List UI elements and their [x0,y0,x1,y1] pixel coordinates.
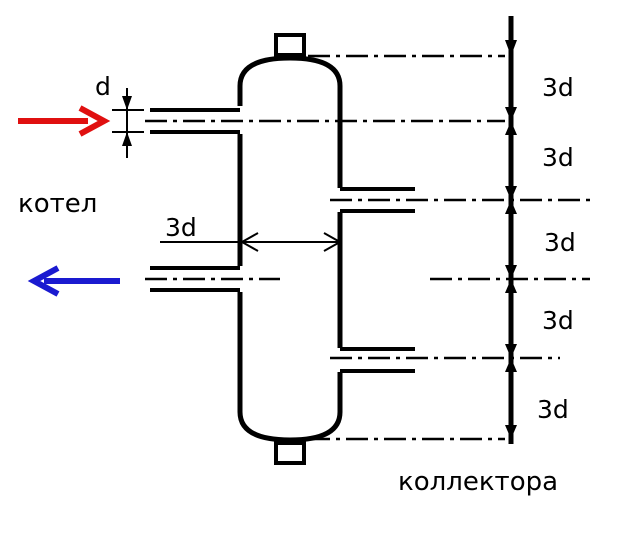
collector-supply-pipe [340,187,415,213]
spacing-label-2: 3d [542,143,574,172]
boiler-label: котел [18,189,97,219]
dimension-arrowheads [505,40,517,439]
separator-vessel [237,55,343,443]
top-nozzle [274,33,306,57]
bottom-nozzle [274,441,306,465]
supply-flow-arrow [18,105,111,137]
pipe-diameter-label: d [95,72,111,101]
pipe-diameter-arrowheads [122,96,132,146]
boiler-return-pipe [150,266,240,292]
spacing-label-3: 3d [544,228,576,257]
collector-return-pipe [340,347,415,373]
body-diameter-dimension [160,232,341,252]
body-diameter-label: 3d [165,213,197,242]
spacing-label-4: 3d [542,306,574,335]
boiler-supply-pipe [150,108,240,134]
centerlines [145,54,590,441]
collectors-label: коллектора [398,467,558,497]
spacing-label-5: 3d [537,395,569,424]
return-flow-arrow [27,265,120,297]
spacing-label-1: 3d [542,73,574,102]
